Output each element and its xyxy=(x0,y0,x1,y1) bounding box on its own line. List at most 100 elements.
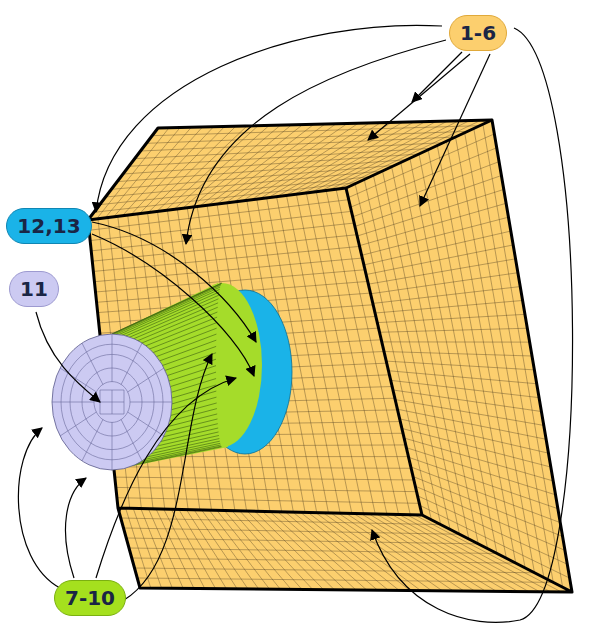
callout-bubble: 1-6 xyxy=(449,15,507,51)
mesh-line xyxy=(380,328,528,332)
mesh-line xyxy=(114,467,411,468)
mesh-line xyxy=(82,368,142,436)
box-edges xyxy=(88,120,572,592)
mesh-line xyxy=(384,352,532,357)
mesh-line xyxy=(359,203,506,245)
mesh-line xyxy=(129,548,497,554)
mesh-line xyxy=(393,390,541,412)
box-faces xyxy=(88,120,572,592)
mesh-line xyxy=(130,402,172,403)
mesh-line xyxy=(100,390,124,414)
green-body-end xyxy=(182,283,262,447)
mesh-line xyxy=(115,477,414,480)
mesh-line xyxy=(94,258,362,282)
leader-line xyxy=(96,25,442,212)
box-edge xyxy=(88,120,492,220)
mesh-line xyxy=(366,245,513,275)
mesh-line xyxy=(110,285,221,336)
leader-lines xyxy=(18,25,572,622)
mesh-line xyxy=(386,361,534,370)
mesh-line xyxy=(132,558,516,563)
leader-line xyxy=(420,54,490,206)
box-edge xyxy=(346,188,422,515)
mesh-line xyxy=(141,137,456,151)
mesh-line xyxy=(52,402,94,403)
mesh-line xyxy=(391,380,539,397)
mesh-line xyxy=(82,419,103,461)
mesh-line xyxy=(404,438,553,481)
mesh-line xyxy=(409,457,558,508)
mesh-line xyxy=(82,343,103,385)
mesh-line xyxy=(402,428,551,467)
mesh-line xyxy=(112,334,113,382)
mesh-line xyxy=(397,409,546,439)
mesh-line xyxy=(116,487,417,491)
mesh-line xyxy=(377,314,525,322)
mesh-line xyxy=(411,467,560,523)
mesh-line xyxy=(364,231,511,265)
mesh-line xyxy=(128,412,164,436)
mesh-line xyxy=(70,354,154,449)
mesh-line xyxy=(418,496,568,564)
leader-line xyxy=(92,234,254,376)
mesh-line xyxy=(348,134,494,198)
leader-line xyxy=(412,52,462,102)
callout-number: 7-10 xyxy=(65,587,115,609)
mesh-line xyxy=(146,131,467,143)
leader-line xyxy=(92,222,256,342)
leader-line xyxy=(372,28,573,622)
mesh-line xyxy=(121,419,142,461)
mesh-line xyxy=(415,486,565,550)
mesh-line xyxy=(137,578,553,582)
mesh-line xyxy=(400,419,549,453)
mesh-line xyxy=(406,448,555,495)
mesh-line xyxy=(357,189,504,236)
callout-number: 11 xyxy=(20,278,48,300)
mesh-line xyxy=(375,300,523,313)
callout-number: 1-6 xyxy=(460,22,496,44)
mesh-line xyxy=(128,368,164,392)
mesh-line xyxy=(60,368,96,392)
leader-line xyxy=(18,428,60,588)
leader-line xyxy=(36,312,100,402)
cap-mesh xyxy=(52,334,172,470)
mesh-line xyxy=(353,162,499,217)
box-edge xyxy=(88,120,572,592)
cylinder xyxy=(52,283,292,470)
mesh-line xyxy=(61,344,163,460)
callout-bubble: 12,13 xyxy=(6,208,91,244)
mesh-line xyxy=(388,371,536,384)
leader-line xyxy=(186,40,446,244)
mesh-line xyxy=(382,341,530,342)
mesh-line xyxy=(109,287,220,337)
callout-bubble: 11 xyxy=(9,271,59,307)
leader-line xyxy=(368,54,470,140)
lavender-cap xyxy=(52,334,172,470)
mesh-line xyxy=(94,182,358,212)
leader-line xyxy=(96,378,236,578)
leader-line xyxy=(124,354,212,600)
mesh-line xyxy=(135,568,535,573)
callout-bubble: 7-10 xyxy=(54,580,126,616)
mesh-line xyxy=(368,259,515,284)
box-bottom-face xyxy=(118,508,572,592)
mesh-line xyxy=(355,176,501,227)
mesh-line xyxy=(371,273,518,294)
mesh-line xyxy=(60,412,96,436)
mesh-line xyxy=(91,223,354,251)
mesh-line xyxy=(100,402,124,403)
mesh-line xyxy=(92,235,357,261)
mesh-line xyxy=(124,528,460,534)
mesh-line xyxy=(395,400,544,426)
leader-line xyxy=(65,478,86,578)
mesh-line xyxy=(362,217,509,255)
mesh-line xyxy=(117,498,419,504)
mesh-line xyxy=(93,246,359,271)
mesh-line xyxy=(109,289,220,339)
mesh-line xyxy=(413,477,563,537)
mesh-line xyxy=(121,343,142,385)
mesh-line xyxy=(106,171,383,197)
